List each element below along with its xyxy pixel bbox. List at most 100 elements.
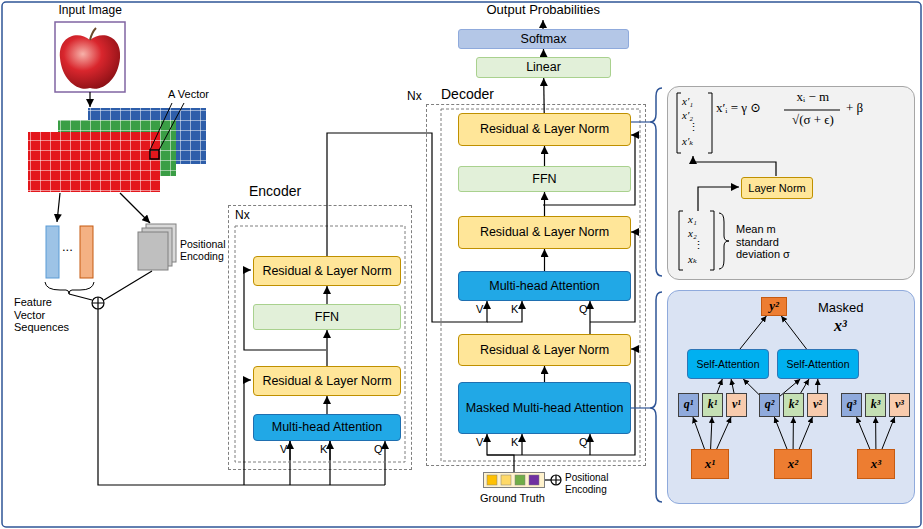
connector [589, 301, 590, 334]
box-text: q² [765, 398, 775, 412]
connector [740, 316, 766, 349]
vector-box: q² [759, 393, 780, 417]
connector [326, 330, 327, 366]
connector [693, 417, 705, 449]
strip-caption: Ground Truth [480, 492, 545, 505]
formula-part: xᵢ − m [797, 90, 830, 105]
box-text: Softmax [521, 32, 567, 46]
vector-box: k¹ [702, 393, 723, 417]
attention-box: Self-Attention [777, 349, 859, 379]
vector-entry: ⋮ [688, 121, 699, 134]
box-text: x¹ [705, 457, 715, 472]
connector [544, 146, 545, 166]
connector [717, 379, 722, 393]
output-caption: Output Probabilities [487, 3, 600, 18]
wire [69, 271, 152, 300]
text-anchor: Decoder [441, 86, 494, 102]
feature-vector [80, 226, 93, 278]
port-label: K [511, 436, 518, 449]
vector-entry: x₂ [688, 227, 697, 240]
vector-marker [150, 150, 159, 159]
encoding-sheet [138, 232, 168, 270]
connector [711, 417, 712, 449]
box-text: v³ [895, 398, 904, 412]
text-anchor: x′ᵢ = γ ⊙ [716, 101, 761, 116]
sum-symbol [92, 297, 104, 309]
panel-note: Masked [818, 301, 864, 316]
label-anchor: Q [579, 303, 588, 316]
callout-brace [650, 292, 662, 502]
text-anchor: Nx [235, 209, 250, 223]
box-text: Residual & Layer Norm [480, 343, 609, 357]
text-anchor: + β [846, 101, 863, 116]
box-text: Layer Norm [748, 182, 805, 195]
flow-arrow [329, 441, 330, 460]
vector-box: q¹ [678, 393, 699, 417]
connector [544, 366, 545, 382]
callout-brace [650, 88, 662, 276]
flow-arrow [57, 193, 60, 222]
label-anchor: Feature Vector Sequences [14, 296, 76, 334]
wire [98, 309, 385, 485]
vector-box: v³ [889, 393, 910, 417]
sum-symbol [551, 475, 561, 485]
box-text: q¹ [684, 398, 694, 412]
text-anchor: Ground Truth [480, 492, 545, 505]
label-anchor: ... [62, 240, 73, 255]
skip-connection [543, 135, 635, 205]
box-text: Self-Attention [786, 358, 849, 370]
box-text: y² [769, 299, 779, 314]
token-strip-fill [483, 472, 545, 488]
vector-bracket [679, 211, 714, 270]
flow-arrow [289, 441, 290, 460]
box-text: k³ [871, 398, 881, 412]
vector-bracket [677, 93, 712, 153]
brace [719, 213, 729, 269]
connector [781, 316, 806, 349]
flow-arrow [120, 193, 150, 223]
label-anchor: Positional Encoding [565, 472, 621, 495]
skip-connection [590, 349, 635, 455]
decoder-frame: DecoderNxResidual & Layer NormFFNResidua… [426, 104, 646, 466]
connector [326, 396, 327, 414]
attention-box: Self-Attention [687, 349, 769, 379]
box-text: x³ [871, 457, 881, 472]
vector-entry: ⋮ [693, 239, 704, 252]
label-anchor: V [476, 303, 483, 316]
skip-connection [244, 380, 251, 485]
label-anchor: V [280, 443, 287, 456]
frame-title: Encoder [249, 183, 301, 199]
softmax-box: Softmax [458, 29, 629, 49]
vector-box: k³ [865, 393, 886, 417]
leader-line [150, 103, 184, 150]
connector [801, 379, 809, 393]
sum-symbol [92, 297, 104, 309]
flow-arrow [521, 434, 522, 455]
box-text: k¹ [708, 398, 718, 412]
input-token: x³ [857, 449, 895, 479]
norm-box: Residual & Layer Norm [458, 334, 631, 366]
connector [793, 417, 794, 449]
text-anchor: Mean m standard deviation σ [736, 223, 810, 261]
linear-box: Linear [476, 57, 611, 78]
connector [717, 417, 731, 449]
label-anchor: x′₂ [682, 109, 693, 122]
text-anchor: √(σ + ϵ) [792, 113, 834, 128]
port-label: Q [579, 436, 588, 449]
label-anchor: Input Image [59, 4, 122, 18]
wire [290, 441, 330, 485]
label-anchor: Q [374, 443, 383, 456]
text-anchor: Masked [818, 301, 864, 316]
label-anchor: Output Probabilities [487, 3, 600, 18]
vector-entry: x′ₖ [682, 135, 693, 148]
connector [774, 417, 787, 449]
skip-connection [244, 270, 326, 350]
formula-part: x′ᵢ = γ ⊙ [716, 101, 761, 116]
ffn-box: FFN [458, 166, 631, 192]
detail-panel: x′ᵢ = γ ⊙ xᵢ − m √(σ + ϵ) + β Mean m standar… [667, 86, 915, 280]
label-anchor: x′₁ [682, 95, 693, 108]
skip-connection [590, 232, 635, 322]
box-text: x² [788, 457, 798, 472]
label-anchor: x₂ [688, 227, 697, 240]
label-anchor: A Vector [168, 88, 209, 101]
